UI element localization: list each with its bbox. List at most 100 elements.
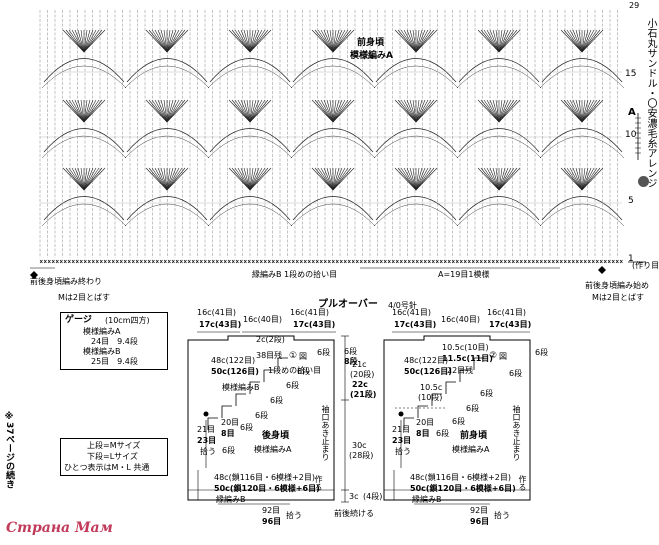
fan-stitch <box>166 99 183 123</box>
fan-stitch <box>323 167 334 191</box>
fan-stitch <box>166 29 171 53</box>
fan-stitch <box>415 99 426 123</box>
chain-arch <box>126 58 208 83</box>
front-dan6-c: 6段 <box>480 389 494 398</box>
fan-stitch <box>228 99 251 123</box>
fan-stitch <box>234 167 251 191</box>
chain-arch-inner <box>290 203 376 227</box>
fan-stitch <box>581 99 592 123</box>
chain-arch-inner <box>207 203 293 227</box>
fan-stitch <box>498 167 506 191</box>
back-side-2: 23目 <box>197 436 217 445</box>
fan-stitch <box>498 99 506 123</box>
fan-stitch <box>563 29 583 53</box>
fan-stitch <box>249 167 260 191</box>
x-stitch <box>575 259 579 264</box>
x-stitch <box>547 259 551 264</box>
fan-stitch <box>166 29 174 53</box>
fan-stitch <box>154 99 168 123</box>
back-neck-num: ① <box>289 351 298 361</box>
fan-stitch <box>166 29 189 53</box>
x-stitch <box>75 259 79 264</box>
fan-stitch <box>166 99 186 123</box>
fan-stitch <box>83 99 91 123</box>
back-dan6-c: 6段 <box>286 381 300 390</box>
fan-stitch <box>415 99 423 123</box>
a-label: A <box>628 107 636 118</box>
fan-stitch <box>145 99 168 123</box>
fan-stitch <box>489 167 500 191</box>
x-stitch <box>303 259 307 264</box>
fan-stitch <box>332 167 352 191</box>
x-stitch <box>563 259 567 264</box>
x-stitch <box>39 259 43 264</box>
fan-stitch <box>498 167 503 191</box>
fan-stitch <box>83 29 91 53</box>
x-stitch <box>527 259 531 264</box>
fan-stitch <box>332 29 349 53</box>
fan-stitch <box>234 29 251 53</box>
x-stitch <box>259 259 263 264</box>
x-stitch <box>463 259 467 264</box>
fan-stitch <box>394 167 417 191</box>
fan-stitch <box>498 99 512 123</box>
fan-stitch <box>572 99 583 123</box>
fan-stitch <box>166 99 189 123</box>
fan-stitch <box>332 167 346 191</box>
x-stitch <box>579 259 583 264</box>
x-stitch <box>567 259 571 264</box>
chain-arch <box>209 58 291 83</box>
chain-arch-inner <box>290 135 376 159</box>
step-decrease <box>473 357 484 370</box>
front-edge-b: 縁編みB <box>412 495 442 504</box>
x-stitch <box>515 259 519 264</box>
x-stitch <box>395 259 399 264</box>
x-stitch <box>167 259 171 264</box>
fan-stitch <box>71 167 85 191</box>
front-top-mid: 16c(40目) <box>441 315 480 324</box>
fan-stitch <box>332 167 340 191</box>
x-stitch <box>295 259 299 264</box>
gauge-box: ゲージ (10cm四方) 模様編みA 24目 9.4段 模様編みB 25目 9.… <box>60 312 168 370</box>
x-stitch <box>351 259 355 264</box>
fan-stitch <box>83 99 97 123</box>
fan-stitch <box>480 99 500 123</box>
x-stitch <box>595 259 599 264</box>
x-stitch <box>555 259 559 264</box>
back-foot-1: 92目 <box>262 506 281 515</box>
fan-stitch <box>581 29 595 53</box>
fan-stitch <box>329 167 334 191</box>
fan-stitch <box>575 99 583 123</box>
fan-stitch <box>237 167 251 191</box>
fan-stitch <box>163 99 168 123</box>
fan-stitch <box>415 29 426 53</box>
fan-stitch <box>581 167 604 191</box>
fan-stitch <box>314 167 334 191</box>
fan-stitch <box>240 29 251 53</box>
fan-stitch <box>166 167 171 191</box>
x-stitch <box>255 259 259 264</box>
row-number-1: 1 <box>628 254 634 264</box>
fan-stitch <box>498 167 518 191</box>
fan-stitch <box>326 29 334 53</box>
x-stitch <box>487 259 491 264</box>
fan-stitch <box>495 29 500 53</box>
back-top-left-2: 17c(43目) <box>199 320 242 329</box>
x-stitch <box>475 259 479 264</box>
x-stitch <box>407 259 411 264</box>
fan-stitch <box>323 29 334 53</box>
fan-stitch <box>83 29 100 53</box>
fan-stitch <box>498 29 521 53</box>
fan-stitch <box>332 99 352 123</box>
step-decrease <box>403 417 414 430</box>
x-stitch <box>607 259 611 264</box>
chain-arch-inner <box>373 65 459 89</box>
x-stitch <box>207 259 211 264</box>
fan-stitch <box>486 29 500 53</box>
fan-stitch <box>65 99 85 123</box>
front-dan6-d: 6段 <box>466 404 480 413</box>
x-stitch <box>539 259 543 264</box>
fan-stitch <box>415 167 432 191</box>
fan-stitch <box>329 29 334 53</box>
fan-stitch <box>498 29 518 53</box>
